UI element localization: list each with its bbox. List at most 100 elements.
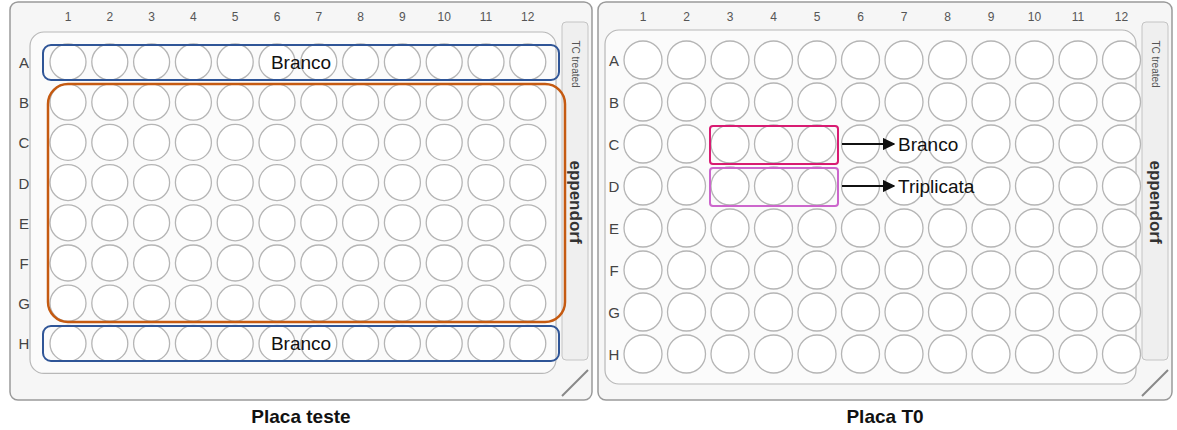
well xyxy=(259,285,295,321)
blank-row-box: Branco xyxy=(42,44,560,81)
well xyxy=(50,285,86,321)
well xyxy=(92,205,128,241)
well xyxy=(798,125,836,163)
column-number: 12 xyxy=(1115,10,1128,24)
well xyxy=(510,245,546,281)
well xyxy=(384,165,420,201)
well xyxy=(885,83,923,121)
well xyxy=(1059,293,1097,331)
plate-marking: TC treated xyxy=(570,40,581,87)
well xyxy=(885,209,923,247)
row-letter: G xyxy=(608,304,620,321)
well xyxy=(624,41,662,79)
well xyxy=(134,44,170,80)
well xyxy=(134,285,170,321)
well xyxy=(384,245,420,281)
column-number: 6 xyxy=(857,10,864,24)
well xyxy=(301,165,337,201)
well xyxy=(842,41,880,79)
pointer-arrow xyxy=(842,185,894,187)
well xyxy=(972,293,1010,331)
well xyxy=(50,245,86,281)
column-number: 5 xyxy=(232,10,239,24)
well xyxy=(624,167,662,205)
row-letter: H xyxy=(19,335,30,352)
well-frame xyxy=(605,30,1136,384)
well xyxy=(426,245,462,281)
well xyxy=(175,285,211,321)
well xyxy=(426,285,462,321)
plate-caption: Placa T0 xyxy=(846,406,923,428)
row-letter: A xyxy=(19,54,29,71)
column-number: 8 xyxy=(357,10,364,24)
well xyxy=(1103,167,1141,205)
well xyxy=(624,251,662,289)
row-letter: F xyxy=(609,262,618,279)
well xyxy=(468,44,504,80)
well xyxy=(510,124,546,160)
well xyxy=(1059,125,1097,163)
well xyxy=(384,84,420,120)
well xyxy=(972,209,1010,247)
well xyxy=(798,335,836,373)
well xyxy=(1103,293,1141,331)
well xyxy=(972,335,1010,373)
well xyxy=(301,205,337,241)
plate-marking: TC treated xyxy=(1150,40,1161,87)
blank-row-box: Branco xyxy=(42,325,560,362)
well xyxy=(842,83,880,121)
well xyxy=(92,84,128,120)
column-number: 5 xyxy=(814,10,821,24)
well xyxy=(217,165,253,201)
well xyxy=(343,205,379,241)
well xyxy=(384,285,420,321)
well xyxy=(175,325,211,361)
well xyxy=(972,251,1010,289)
well xyxy=(668,209,706,247)
row-letter: D xyxy=(609,178,620,195)
well xyxy=(468,165,504,201)
well xyxy=(134,325,170,361)
row-letter: G xyxy=(18,295,30,312)
well xyxy=(711,335,749,373)
well xyxy=(1016,293,1054,331)
well-group-box: Branco xyxy=(709,125,839,165)
sample-region xyxy=(48,84,565,322)
well xyxy=(426,124,462,160)
well xyxy=(1059,167,1097,205)
well xyxy=(92,124,128,160)
well xyxy=(343,165,379,201)
well xyxy=(755,293,793,331)
well xyxy=(343,84,379,120)
well xyxy=(711,251,749,289)
well xyxy=(711,125,749,163)
well xyxy=(624,335,662,373)
well xyxy=(798,293,836,331)
well xyxy=(1016,251,1054,289)
well xyxy=(1016,167,1054,205)
well xyxy=(343,44,379,80)
well xyxy=(468,84,504,120)
well xyxy=(668,167,706,205)
well xyxy=(885,293,923,331)
row-letter: B xyxy=(19,94,29,111)
well xyxy=(1103,209,1141,247)
well xyxy=(711,83,749,121)
well xyxy=(1016,209,1054,247)
brand-mark: eppendorf xyxy=(1145,160,1165,243)
well xyxy=(755,41,793,79)
well-plate: Placa T0TC treatedeppendorfBrancoTriplic… xyxy=(598,2,1172,400)
well xyxy=(134,245,170,281)
well xyxy=(301,245,337,281)
well xyxy=(711,209,749,247)
column-number: 6 xyxy=(274,10,281,24)
well xyxy=(929,293,967,331)
well xyxy=(92,325,128,361)
well xyxy=(755,251,793,289)
row-letter: B xyxy=(609,94,619,111)
well xyxy=(1059,209,1097,247)
well xyxy=(668,125,706,163)
well xyxy=(468,325,504,361)
